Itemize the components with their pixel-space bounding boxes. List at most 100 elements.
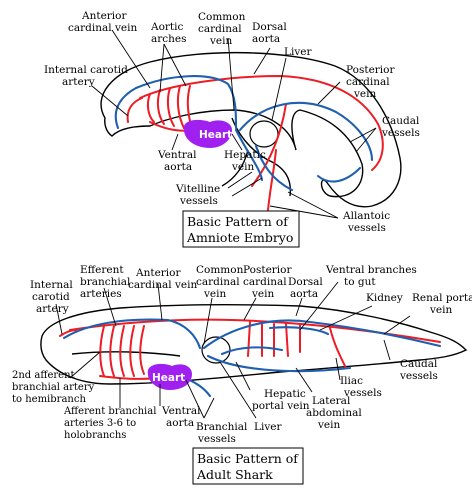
shark-labels: Efferent branchial arteries Anterior car… [12, 264, 472, 445]
shark-label-posterior-cardinal: cardinal [243, 276, 287, 288]
embryo-label-caudal: vessels [381, 127, 420, 139]
embryo-vitelline-vein [234, 128, 264, 182]
shark-label-anterior-cardinal: cardinal vein [128, 279, 197, 291]
shark-label-caudal: Caudal [400, 358, 438, 370]
shark-label-second-afferent: branchial artery [12, 382, 95, 393]
embryo-leader-lines [91, 29, 377, 219]
embryo-label-hepatic-vein: vein [231, 161, 255, 173]
shark-internal-carotid [59, 329, 77, 337]
embryo-label-posterior-cardinal: Posterior [346, 64, 395, 76]
shark-label-caudal: vessels [399, 370, 438, 382]
shark-efferent-arteries [99, 325, 145, 377]
shark-label-posterior-cardinal: Posterior [243, 264, 292, 276]
shark-label-branchial: Branchial [196, 421, 248, 433]
shark-leader-lines [55, 281, 411, 419]
embryo-label-vitelline: vessels [179, 195, 218, 207]
shark-label-efferent: branchial [80, 276, 131, 288]
embryo-label-anterior-cardinal: Anterior [81, 10, 127, 22]
embryo-label-internal-carotid: Internal carotid [44, 64, 128, 76]
shark-caption-line2: Adult Shark [196, 467, 273, 482]
embryo-heart: Heart [183, 119, 232, 148]
embryo-label-posterior-cardinal: vein [353, 88, 377, 100]
shark-label-lateral-abdominal: vein [317, 419, 341, 431]
shark-label-common-cardinal: Common [196, 264, 244, 276]
embryo-label-posterior-cardinal: cardinal [346, 76, 390, 88]
embryo-caption-line1: Basic Pattern of [187, 214, 289, 229]
embryo-label-dorsal-aorta: Dorsal [252, 21, 287, 33]
embryo-caudal-vein [316, 166, 362, 183]
shark-label-afferent: Afferent branchial [63, 406, 156, 417]
embryo-labels: Anterior cardinal vein Aortic arches Com… [44, 10, 420, 234]
shark-label-afferent: holobranchs [64, 430, 126, 441]
embryo-label-allantoic: vessels [347, 222, 386, 234]
shark-posterior-cardinal-vein [202, 319, 442, 350]
shark-label-posterior-cardinal: vein [251, 288, 275, 300]
embryo-yolk-stalk [221, 149, 249, 187]
embryo-label-dorsal-aorta: aorta [252, 33, 280, 45]
shark-label-kidney: Kidney [366, 292, 403, 304]
shark-pharynx-outline [71, 351, 181, 357]
shark-hepatic-portal-vein [220, 346, 284, 356]
embryo-heart-label: Heart [199, 129, 232, 141]
shark-label-ventral-branches: Ventral branches [325, 264, 417, 276]
embryo-caption-box [182, 210, 300, 248]
shark-heart-shape [147, 363, 192, 390]
embryo-label-ventral-aorta: Ventral [157, 149, 197, 161]
shark-label-ventral-aorta: Ventral [161, 405, 201, 417]
shark-diagram: Heart Efferent branchia [12, 264, 472, 485]
embryo-label-vitelline: Vitelline [175, 183, 220, 195]
embryo-caption-line2: Amniote Embryo [186, 230, 293, 245]
shark-label-hepatic-portal: portal vein [252, 400, 310, 412]
shark-lateral-abdominal-vein [206, 354, 352, 373]
shark-label-internal-carotid: carotid [32, 291, 70, 303]
shark-heart-label: Heart [152, 372, 185, 384]
shark-label-common-cardinal: cardinal [196, 276, 240, 288]
embryo-anterior-cardinal-vein [114, 75, 238, 130]
embryo-label-common-cardinal: Common [198, 11, 246, 23]
embryo-label-common-cardinal: vein [209, 35, 233, 47]
shark-label-renal-portal: Renal portal [412, 292, 472, 304]
embryo-label-liver: Liver [284, 46, 312, 58]
shark-caption-line1: Basic Pattern of [197, 451, 299, 466]
shark-label-second-afferent: to hemibranch [12, 394, 86, 405]
shark-heart: Heart [147, 363, 192, 390]
shark-caption-box [192, 447, 304, 485]
embryo-body-outline [100, 51, 402, 208]
embryo-label-aortic-arches: Aortic [150, 21, 184, 33]
embryo-label-internal-carotid: artery [62, 76, 95, 88]
shark-caption: Basic Pattern of Adult Shark [192, 447, 304, 485]
shark-label-internal-carotid: artery [36, 303, 69, 315]
embryo-label-ventral-aorta: aorta [164, 161, 192, 173]
shark-body-outline [40, 303, 468, 385]
shark-label-efferent: arteries [80, 288, 122, 300]
shark-label-branchial: vessels [197, 433, 236, 445]
shark-label-internal-carotid: Internal [30, 279, 73, 291]
embryo-liver [249, 120, 279, 148]
shark-label-ventral-aorta: aorta [166, 417, 194, 429]
embryo-dorsal-aorta [139, 74, 384, 171]
shark-label-liver: Liver [254, 421, 282, 433]
embryo-label-anterior-cardinal: cardinal vein [68, 22, 137, 34]
shark-label-dorsal-aorta: Dorsal [288, 276, 323, 288]
embryo-posterior-cardinal-vein [238, 101, 374, 162]
embryo-internal-carotid [126, 97, 143, 123]
embryo-heart-shape [183, 119, 232, 148]
shark-label-iliac: vessels [343, 387, 382, 399]
embryo-allantoic-artery [267, 149, 277, 211]
shark-label-second-afferent: 2nd afferent [12, 370, 75, 381]
embryo-label-caudal: Caudal [382, 115, 420, 127]
embryo-allantoic-vein [254, 144, 294, 192]
embryo-vitelline-artery [251, 103, 287, 187]
embryo-label-hepatic-vein: Hepatic [224, 149, 266, 161]
shark-label-iliac: Iliac [340, 375, 363, 387]
shark-label-common-cardinal: vein [203, 288, 227, 300]
embryo-label-common-cardinal: cardinal [198, 23, 242, 35]
shark-label-afferent: arteries 3-6 to [64, 418, 136, 429]
embryo-diagram: Heart Anterior cardinal vein Aortic [44, 10, 420, 248]
shark-iliac-artery [329, 327, 347, 369]
shark-dorsal-aorta [69, 318, 441, 343]
shark-anterior-cardinal-vein [62, 318, 202, 350]
shark-label-renal-portal: vein [429, 304, 453, 316]
shark-label-anterior-cardinal: Anterior [135, 267, 181, 279]
shark-label-hepatic-portal: Hepatic [264, 388, 306, 400]
